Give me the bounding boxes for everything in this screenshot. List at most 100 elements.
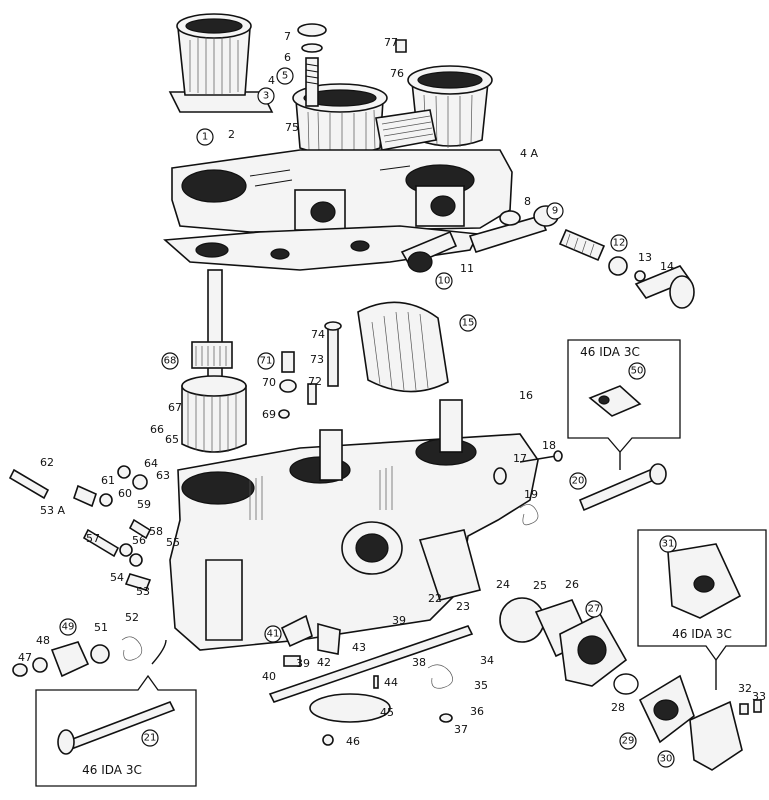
spring-19 [519, 504, 539, 526]
label-text: 77 [384, 36, 398, 49]
label-circle [196, 128, 214, 146]
label-text: 48 [36, 634, 50, 647]
label-text: 36 [470, 705, 484, 718]
label-text: 26 [565, 578, 579, 591]
inset-right-bottom-title: 46 IDA 3C [672, 627, 732, 641]
part-label-22: 22 [428, 592, 442, 605]
part-label-39: 39 [392, 614, 406, 627]
label-text: 65 [165, 433, 179, 446]
part-label-31: 31 [659, 535, 677, 553]
label-text: 14 [660, 260, 674, 273]
label-text: 70 [262, 376, 276, 389]
part-label-1: 1 [196, 128, 214, 146]
part-label-64: 64 [144, 457, 158, 470]
part-label-21: 21 [141, 729, 159, 747]
part-label-38: 38 [412, 656, 426, 669]
part-label-43: 43 [352, 641, 366, 654]
label-text: 5 [282, 71, 288, 82]
inset-right-top-title: 46 IDA 3C [580, 345, 640, 359]
label-text: 20 [572, 476, 585, 487]
screw-cap-assembly [297, 23, 327, 107]
part-label-2: 2 [228, 128, 235, 141]
label-text: 22 [428, 592, 442, 605]
label-text: 45 [380, 706, 394, 719]
part-label-8: 8 [524, 195, 531, 208]
part-label-56: 56 [132, 534, 146, 547]
part-label-76: 76 [390, 67, 404, 80]
part-label-17: 17 [513, 452, 527, 465]
part-label-29: 29 [619, 732, 637, 750]
label-text: 27 [588, 604, 601, 615]
label-circle [628, 362, 646, 380]
label-text: 52 [125, 611, 139, 624]
part-label-58: 58 [149, 525, 163, 538]
part-label-63: 63 [156, 469, 170, 482]
label-text: 31 [662, 539, 675, 550]
label-text: 74 [311, 328, 325, 341]
part-label-50: 50 [628, 362, 646, 380]
label-circle [257, 352, 275, 370]
part-label-67: 67 [168, 401, 182, 414]
label-text: 46 [346, 735, 360, 748]
part-label-70: 70 [262, 376, 276, 389]
label-text: 40 [262, 670, 276, 683]
part-label-61: 61 [101, 474, 115, 487]
part-label-65: 65 [165, 433, 179, 446]
part-label-30: 30 [657, 750, 675, 768]
label-circle [657, 750, 675, 768]
part-label-4: 4 [268, 74, 275, 87]
part-label-23: 23 [456, 600, 470, 613]
label-text: 32 [738, 682, 752, 695]
label-text: 58 [149, 525, 163, 538]
part-label-5: 5 [276, 67, 294, 85]
label-circle [546, 202, 564, 220]
label-text: 4 A [520, 147, 538, 160]
label-text: 66 [150, 423, 164, 436]
part-label-26: 26 [565, 578, 579, 591]
part-label-68: 68 [161, 352, 179, 370]
part-label-51: 51 [94, 621, 108, 634]
label-text: 73 [310, 353, 324, 366]
part-label-60: 60 [118, 487, 132, 500]
part-label-7: 7 [284, 30, 291, 43]
inset-right-top: 46 IDA 3C [567, 339, 681, 453]
label-text: 19 [524, 488, 538, 501]
label-text: 41 [267, 629, 280, 640]
label-text: 60 [118, 487, 132, 500]
label-text: 18 [542, 439, 556, 452]
part-label-45: 45 [380, 706, 394, 719]
label-circle [659, 535, 677, 553]
label-text: 42 [317, 656, 331, 669]
label-text: 56 [132, 534, 146, 547]
part-label-55: 55 [166, 536, 180, 549]
label-text: 59 [137, 498, 151, 511]
label-text: 35 [474, 679, 488, 692]
label-text: 1 [202, 132, 208, 143]
label-circle [585, 600, 603, 618]
label-text: 53 A [40, 504, 65, 517]
label-text: 62 [40, 456, 54, 469]
float-chamber-cover [357, 301, 449, 393]
part-label-69: 69 [262, 408, 276, 421]
label-text: 24 [496, 578, 510, 591]
label-text: 39 [392, 614, 406, 627]
label-text: 75 [285, 121, 299, 134]
part-label-42: 42 [317, 656, 331, 669]
label-text: 11 [460, 262, 474, 275]
label-text: 44 [384, 676, 398, 689]
part-label-37: 37 [454, 723, 468, 736]
label-circle [276, 67, 294, 85]
label-text: 54 [110, 571, 124, 584]
pump-shaft [268, 625, 474, 703]
label-circle [257, 87, 275, 105]
part-label-16: 16 [519, 389, 533, 402]
label-text: 4 [268, 74, 275, 87]
label-text: 38 [412, 656, 426, 669]
part-label-53a: 53 A [40, 504, 65, 517]
label-text: 39 [296, 657, 310, 670]
accelerator-pump [499, 597, 762, 771]
label-text: 8 [524, 195, 531, 208]
